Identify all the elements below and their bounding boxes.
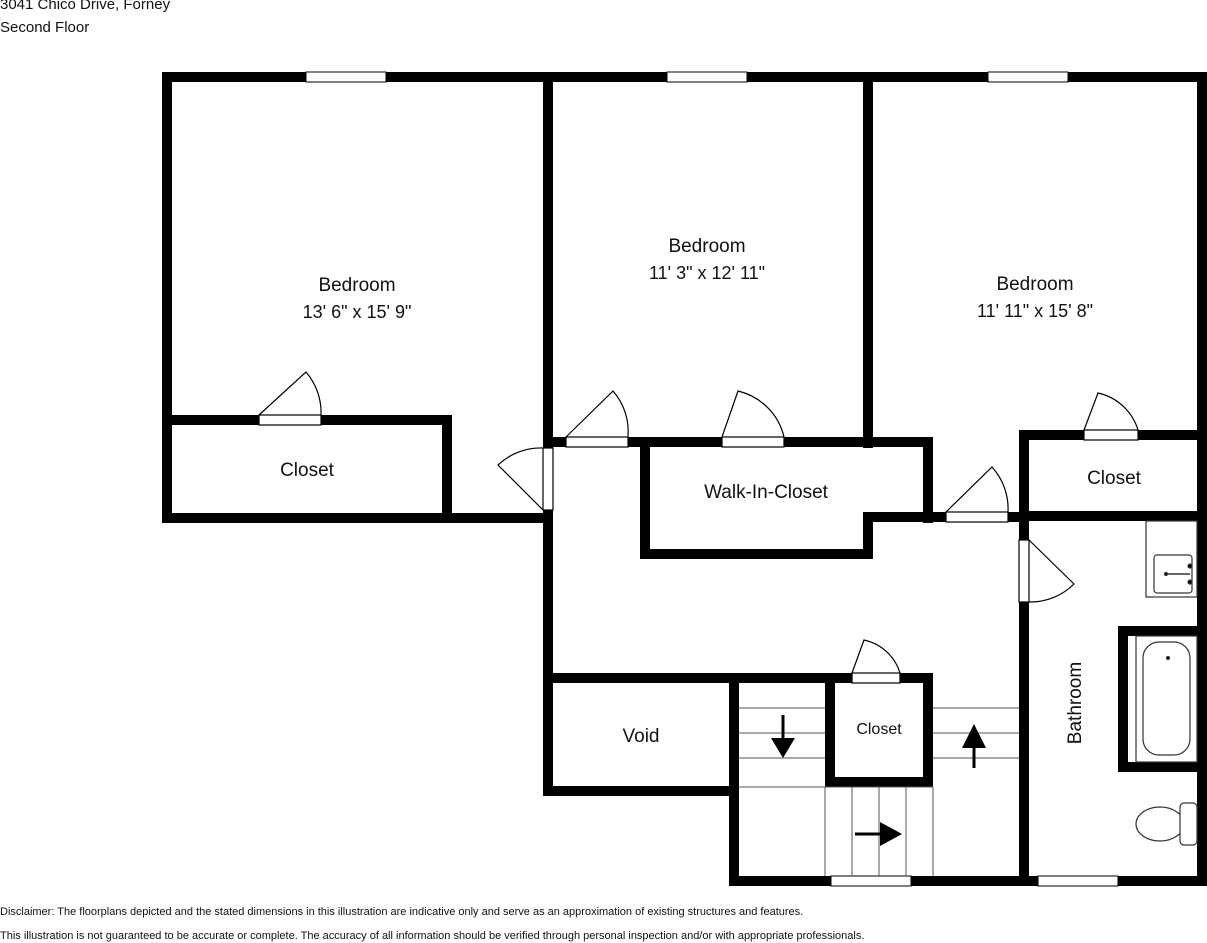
toilet-tank-icon: [1179, 802, 1198, 846]
wall-bath-left: [1019, 430, 1029, 886]
wall-wic-step: [863, 512, 873, 559]
bathroom-name: Bathroom: [1065, 662, 1086, 744]
bathtub-icon: [1142, 641, 1191, 756]
door-bathroom: [1018, 539, 1030, 603]
door-closet-left: [258, 414, 322, 426]
door-swing-walk-in-closet: [721, 390, 785, 438]
bath-fixtures: [1135, 520, 1198, 846]
void-name: Void: [623, 726, 660, 747]
bedroom-center-size: 11' 3" x 12' 11": [649, 263, 765, 283]
arrow-down-head-icon: [771, 738, 795, 758]
door-swing-closet-left: [258, 371, 322, 416]
floor-label: Second Floor: [0, 19, 90, 36]
door-swing-bedroom-left: [497, 447, 544, 511]
wall-stair-left: [729, 673, 739, 886]
wall-stair-closet-right: [923, 673, 933, 787]
closet-stairs-name: Closet: [856, 721, 902, 738]
arrow-up-head-icon: [962, 724, 986, 748]
stairs: [739, 707, 1019, 876]
toilet-bowl-icon: [1135, 806, 1185, 842]
disclaimer-line-1: Disclaimer: The floorplans depicted and …: [0, 906, 804, 918]
wall-divider-1: [543, 72, 553, 448]
door-bedroom-left: [542, 447, 554, 511]
wall-right: [1197, 72, 1207, 886]
stair-arrows: [771, 715, 986, 846]
wall-wic-right: [923, 437, 933, 523]
wall-bottom-right: [729, 876, 1207, 886]
wall-closet-right-bottom: [1019, 511, 1207, 521]
wall-divider-2: [863, 72, 873, 448]
bedroom-right-name: Bedroom: [996, 274, 1073, 295]
closet-left-name: Closet: [280, 460, 335, 481]
wall-left: [162, 72, 172, 523]
bedroom-center-name: Bedroom: [668, 236, 745, 257]
wall-stair-closet-bottom: [825, 777, 933, 787]
door-swing-closet-stairs: [851, 639, 901, 674]
window-stairs: [830, 875, 912, 887]
wall-void-bottom: [543, 786, 739, 796]
windows: [305, 71, 1119, 887]
wall-bottom-left: [162, 513, 553, 523]
wall-tub-bottom: [1118, 762, 1207, 772]
arrow-right-head-icon: [880, 822, 902, 846]
door-closet-right: [1083, 429, 1139, 441]
door-swing-closet-right: [1083, 392, 1139, 431]
door-walk-in-closet: [721, 436, 785, 448]
wall-hall-left: [543, 510, 553, 796]
window-bedroom-left: [305, 71, 387, 83]
walk-in-closet-name: Walk-In-Closet: [704, 482, 829, 503]
bedroom-right-size: 11' 11" x 15' 8": [977, 301, 1093, 321]
bedroom-left-name: Bedroom: [318, 275, 395, 296]
door-bedroom-right: [945, 511, 1009, 523]
window-bedroom-center: [666, 71, 748, 83]
wall-tub-left: [1118, 626, 1128, 772]
wall-stair-closet-left: [825, 673, 835, 787]
door-swing-bathroom: [1028, 539, 1075, 603]
window-bedroom-right: [987, 71, 1069, 83]
wall-wic-bottom: [640, 549, 872, 559]
doors: [258, 371, 1139, 684]
disclaimer-line-2: This illustration is not guaranteed to b…: [0, 930, 865, 942]
closet-right-name: Closet: [1087, 468, 1142, 489]
door-closet-stairs: [851, 672, 901, 684]
wall-tub-top: [1118, 626, 1207, 636]
door-swing-bedroom-right: [945, 466, 1009, 513]
window-bath: [1037, 875, 1119, 887]
door-bedroom-center: [565, 436, 629, 448]
bedroom-left-size: 13' 6" x 15' 9": [303, 302, 412, 322]
wall-wic-left: [640, 437, 650, 559]
address-label: 3041 Chico Drive, Forney: [0, 0, 171, 13]
wall-closet-left-right: [442, 415, 452, 523]
door-swing-bedroom-center: [565, 390, 629, 438]
